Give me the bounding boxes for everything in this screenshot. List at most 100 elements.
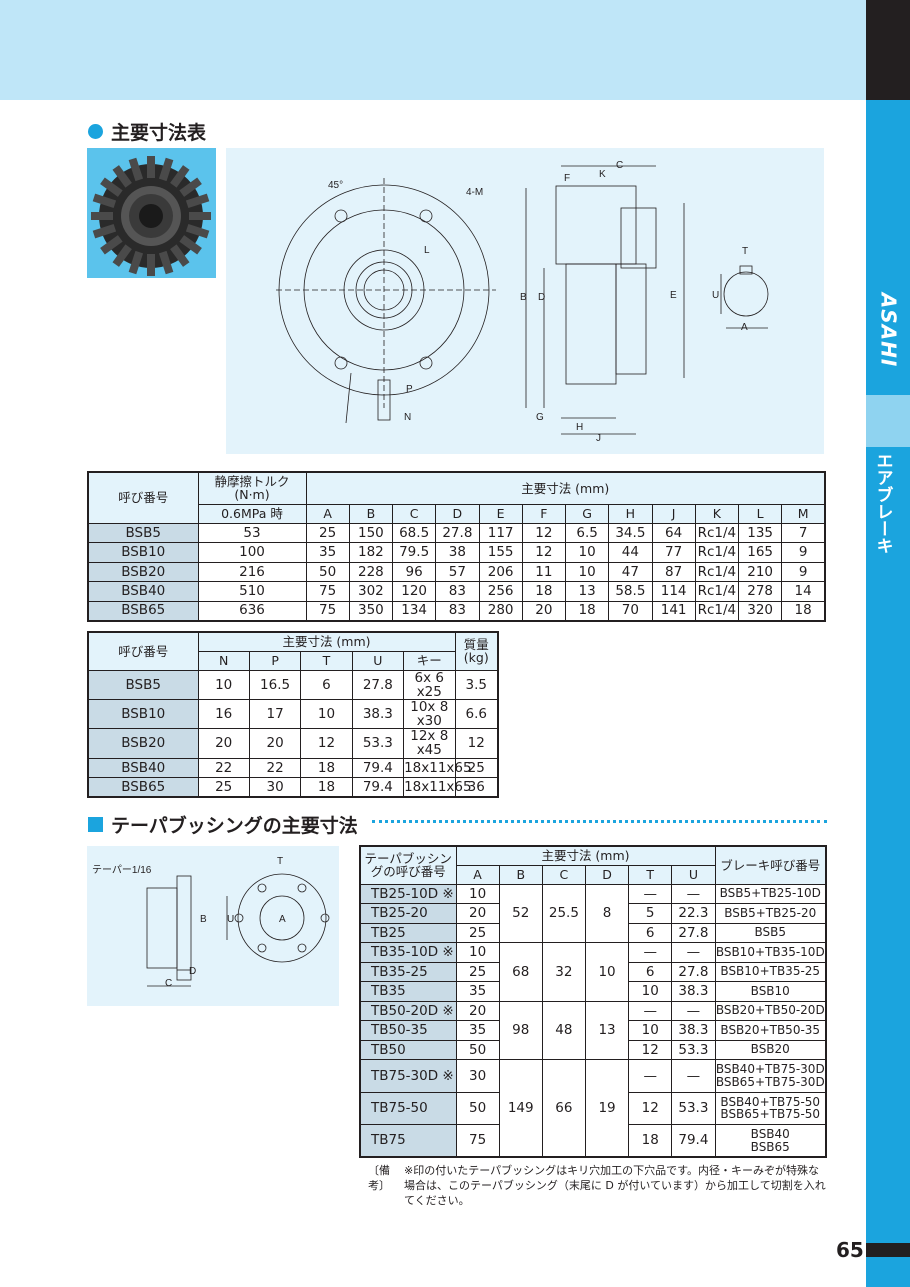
label-t: T [277, 856, 283, 867]
table-cell: 256 [478, 581, 523, 602]
table-cell: 50 [305, 561, 350, 582]
table-cell: 17 [248, 698, 302, 730]
table-cell: 18 [300, 757, 353, 779]
table-cell: 7 [781, 522, 826, 543]
table-cell: 350 [348, 600, 394, 621]
table-cell: 16.5 [248, 669, 302, 700]
bushing-name: TB50-20D ※ [359, 1000, 457, 1021]
header-col-c: C [391, 503, 437, 524]
table-cell: 11 [521, 561, 567, 582]
brand-text: ASAHI [876, 292, 901, 368]
brake-model: BSB20+TB50-20D [714, 1000, 827, 1021]
cell-t: 10 [628, 1020, 673, 1041]
header-col: A [455, 864, 500, 885]
cell-u: 27.8 [671, 922, 716, 943]
dimension-drawing: 45° 4-M L P N C F K B D E G H J T U A [226, 148, 824, 454]
table-cell: 216 [197, 561, 307, 582]
model-name: BSB5 [87, 522, 199, 543]
label-u: U [227, 914, 234, 925]
header-col: T [628, 864, 673, 885]
table-cell: 27.8 [435, 522, 480, 543]
bushing-name: TB50-35 [359, 1020, 457, 1041]
header-col: C [541, 864, 586, 885]
table-cell: 100 [197, 542, 307, 563]
cell-t: — [628, 883, 673, 904]
label-h: H [576, 422, 583, 433]
header-brake-model: ブレーキ呼び番号 [714, 845, 827, 885]
table-cell: 36 [454, 777, 499, 798]
header-col-l: L [737, 503, 783, 524]
section-title-taper-bushing: テーパブッシングの主要寸法 [88, 811, 358, 838]
cell-d: 13 [584, 1000, 630, 1060]
cell-b: 98 [498, 1000, 543, 1060]
table-cell: 18 [781, 600, 826, 621]
divider [372, 820, 827, 823]
table-cell: 10 [564, 561, 610, 582]
brake-model: BSB10 [714, 981, 827, 1002]
table-cell: 3.5 [454, 669, 499, 700]
cell-u: 27.8 [671, 961, 716, 982]
header-col: U [351, 650, 405, 671]
cell-u: — [671, 1059, 716, 1093]
label-d: D [538, 292, 545, 303]
cell-t: 18 [628, 1124, 673, 1158]
cell-u: 53.3 [671, 1039, 716, 1060]
table-cell: 206 [478, 561, 523, 582]
cell-a: 50 [455, 1091, 500, 1125]
cell-d: 19 [584, 1059, 630, 1158]
label-c: C [165, 978, 172, 989]
table-cell: 20 [197, 728, 250, 759]
header-dimensions: 主要寸法 (mm) [455, 845, 716, 866]
model-name: BSB40 [87, 757, 199, 779]
table-cell: 120 [391, 581, 437, 602]
brand-logo: ASAHI [866, 285, 910, 375]
bushing-name: TB75 [359, 1124, 457, 1158]
header-col-g: G [564, 503, 610, 524]
header-col: U [671, 864, 716, 885]
bullet-square-icon [88, 817, 103, 832]
table-cell: 27.8 [351, 669, 405, 700]
cell-d: 8 [584, 883, 630, 943]
section-title-text: テーパブッシングの主要寸法 [111, 815, 358, 837]
table-cell: 18x11x65 [403, 757, 472, 779]
header-band [0, 0, 866, 100]
label-d: D [189, 966, 196, 977]
table-cell: 96 [391, 561, 437, 582]
cell-a: 75 [455, 1124, 500, 1158]
brake-model: BSB10+TB35-10D [714, 942, 827, 963]
label-b: B [520, 292, 527, 303]
cell-u: — [671, 883, 716, 904]
header-row: テーパブッシングの呼び番号主要寸法 (mm)ブレーキ呼び番号 [359, 845, 827, 885]
table-cell: 280 [478, 600, 523, 621]
table-cell: 68.5 [391, 522, 437, 543]
table-cell: 182 [348, 542, 394, 563]
table-cell: Rc1/4 [694, 600, 740, 621]
table-cell: 58.5 [608, 581, 653, 602]
label-c: C [616, 160, 623, 171]
header-name: テーパブッシングの呼び番号 [359, 845, 457, 885]
cell-t: 12 [628, 1039, 673, 1060]
cell-d: 10 [584, 942, 630, 1002]
table-cell: 87 [651, 561, 696, 582]
sidebar-accent [866, 395, 910, 447]
table-cell: 6.6 [454, 698, 499, 730]
cell-a: 20 [455, 903, 500, 924]
remarks: 〔備考〕 ※印の付いたテーパブッシングはキリ穴加工の下穴品です。内径・キーみぞが… [368, 1163, 828, 1208]
table-cell: Rc1/4 [694, 542, 740, 563]
cell-u: 38.3 [671, 1020, 716, 1041]
model-name: BSB20 [87, 561, 199, 582]
table-cell: 25 [197, 777, 250, 798]
bullet-icon [88, 124, 103, 139]
table-cell: 79.4 [351, 777, 405, 798]
header-dimensions: 主要寸法 (mm) [305, 471, 826, 505]
header-col: キー [403, 650, 456, 671]
